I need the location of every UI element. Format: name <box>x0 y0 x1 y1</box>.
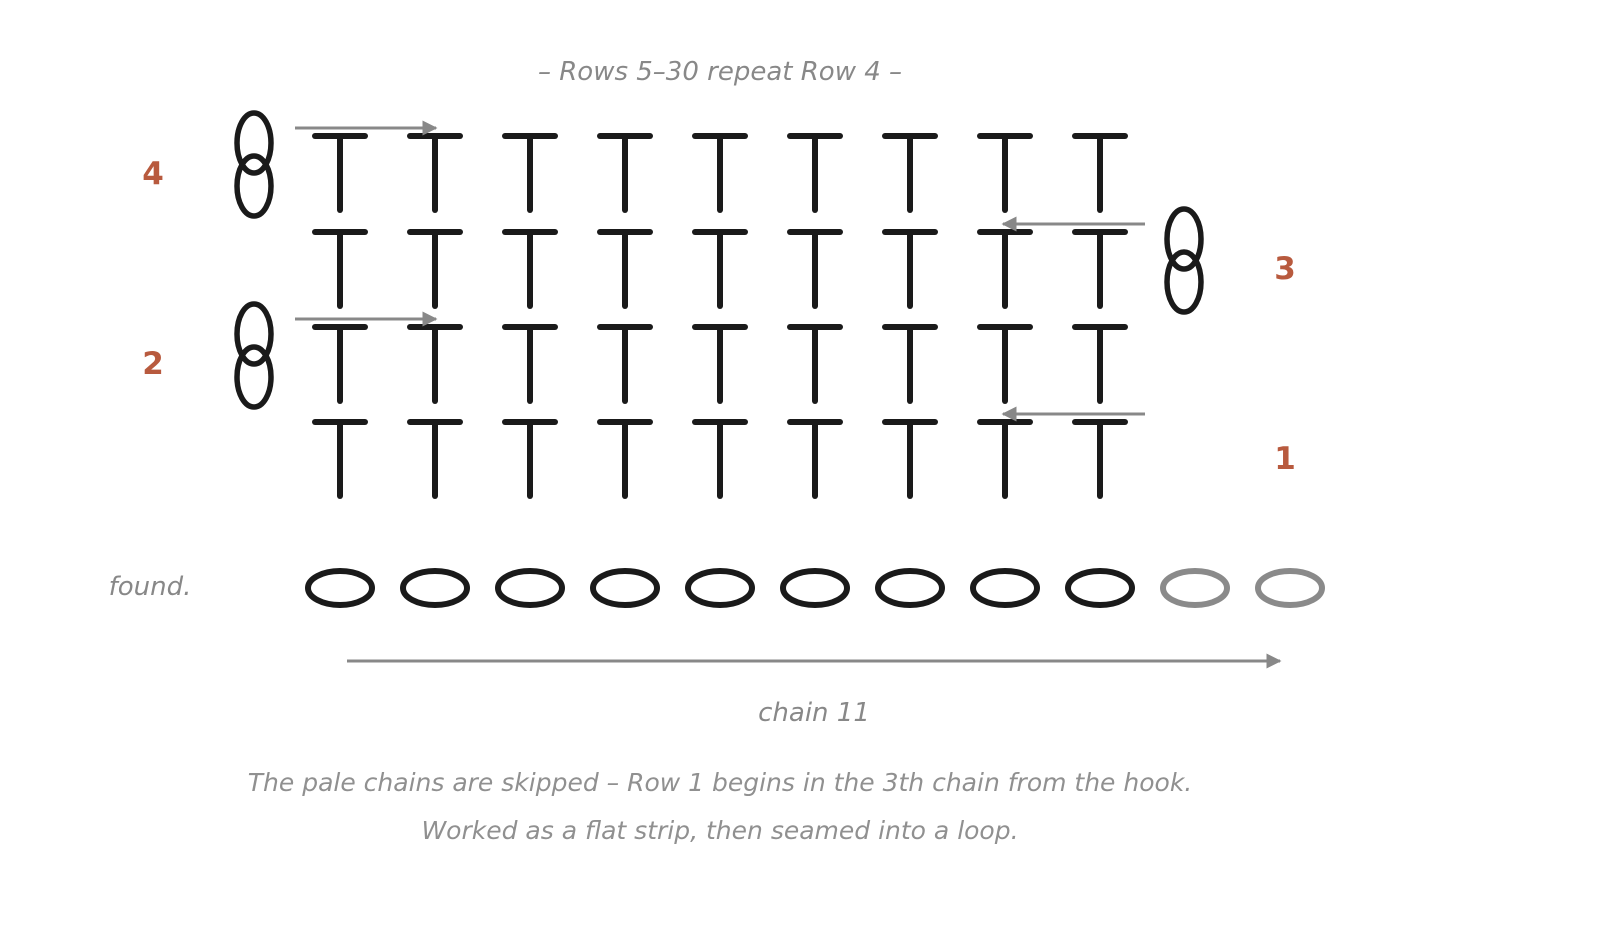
chain-stitch-symbol <box>400 568 470 608</box>
double-crochet-symbol <box>787 419 843 499</box>
chain-stitch-symbol <box>495 568 565 608</box>
double-crochet-symbol <box>312 324 368 404</box>
double-crochet-symbol <box>977 133 1033 213</box>
chain-stitch-symbol <box>780 568 850 608</box>
note-line-2: Worked as a flat strip, then seamed into… <box>421 816 1018 845</box>
double-crochet-symbol <box>692 229 748 309</box>
chain-stitch-symbol <box>970 568 1040 608</box>
double-crochet-symbol <box>407 133 463 213</box>
double-crochet-symbol <box>312 133 368 213</box>
double-crochet-symbol <box>977 229 1033 309</box>
chain-stitch-symbol <box>685 568 755 608</box>
row-label-1: 1 <box>1274 441 1296 477</box>
foundation-label: found. <box>109 572 192 602</box>
double-crochet-symbol <box>1072 419 1128 499</box>
foundation-chain <box>305 568 1325 608</box>
double-crochet-symbol <box>787 229 843 309</box>
row-2 <box>234 301 1128 410</box>
chain-stitch-symbol <box>590 568 660 608</box>
chain-stitch-symbol <box>1065 568 1135 608</box>
double-crochet-symbol <box>597 229 653 309</box>
double-crochet-symbol <box>692 324 748 404</box>
stitch-rows <box>234 110 1204 499</box>
chain-count-label: chain 11 <box>758 698 870 728</box>
double-crochet-symbol <box>312 229 368 309</box>
note-line-1: The pale chains are skipped – Row 1 begi… <box>248 768 1193 797</box>
double-crochet-symbol <box>977 419 1033 499</box>
double-crochet-symbol <box>407 419 463 499</box>
chain-stitch-symbol <box>305 568 375 608</box>
double-crochet-symbol <box>502 324 558 404</box>
row-3 <box>312 206 1204 315</box>
double-crochet-symbol <box>977 324 1033 404</box>
row-labels: 1 2 3 4 <box>142 156 1296 477</box>
row-label-2: 2 <box>142 346 164 382</box>
double-crochet-symbol <box>787 133 843 213</box>
turning-chain-symbol <box>234 110 274 219</box>
double-crochet-symbol <box>502 133 558 213</box>
double-crochet-symbol <box>787 324 843 404</box>
double-crochet-symbol <box>882 419 938 499</box>
double-crochet-symbol <box>407 324 463 404</box>
double-crochet-symbol <box>692 419 748 499</box>
row-4 <box>234 110 1128 219</box>
chain-stitch-symbol <box>875 568 945 608</box>
double-crochet-symbol <box>597 133 653 213</box>
turning-chain-symbol <box>1164 206 1204 315</box>
repeat-note: – Rows 5–30 repeat Row 4 – <box>538 57 902 87</box>
double-crochet-symbol <box>407 229 463 309</box>
double-crochet-symbol <box>502 229 558 309</box>
double-crochet-symbol <box>692 133 748 213</box>
row-1 <box>312 406 1145 499</box>
skipped-chain-symbol <box>1160 568 1230 608</box>
double-crochet-symbol <box>882 229 938 309</box>
double-crochet-symbol <box>882 324 938 404</box>
double-crochet-symbol <box>502 419 558 499</box>
double-crochet-symbol <box>1072 133 1128 213</box>
double-crochet-symbol <box>597 419 653 499</box>
row-label-3: 3 <box>1274 251 1296 287</box>
skipped-chain-symbol <box>1255 568 1325 608</box>
turning-chain-symbol <box>234 301 274 410</box>
double-crochet-symbol <box>312 419 368 499</box>
double-crochet-symbol <box>882 133 938 213</box>
double-crochet-symbol <box>1072 324 1128 404</box>
double-crochet-symbol <box>597 324 653 404</box>
row-label-4: 4 <box>142 156 164 192</box>
double-crochet-symbol <box>1072 229 1128 309</box>
